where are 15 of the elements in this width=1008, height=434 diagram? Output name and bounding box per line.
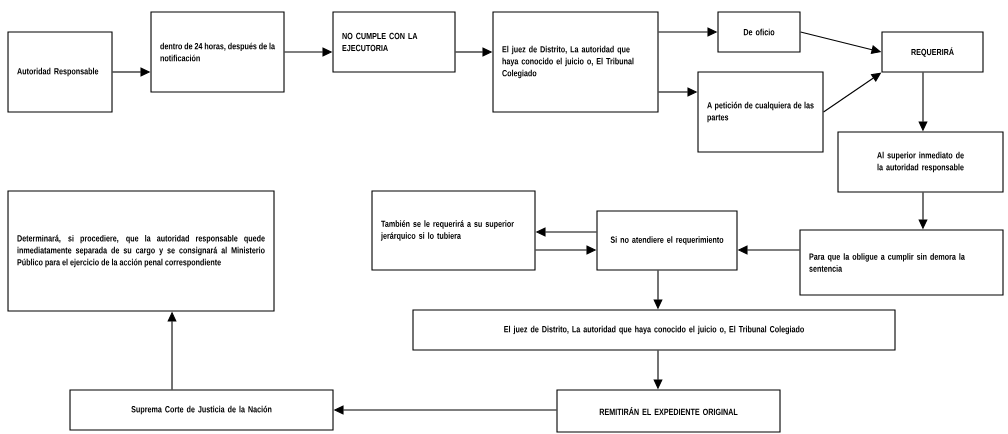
process-box: Determinará, si procediere, que la autoridad responsable quede inmediatamente separada de su cargo y se consignará al Ministerio Público para el ejercicio de la acción penal correspondiente <box>7 190 275 312</box>
process-box: El juez de Distrito, La autoridad que haya conocido el juicio o, El Tribunal Colegiado <box>492 11 659 113</box>
process-box: NO CUMPLE CON LA EJECUTORIA <box>332 11 456 73</box>
process-box: También se le requerirá a su superior jerárquico si lo tubiera <box>371 190 536 271</box>
process-box: REQUERIRÁ <box>881 31 984 73</box>
process-box: Al superior inmediato de la autoridad responsable <box>837 131 1004 193</box>
process-box: Si no atendiere el requerimiento <box>596 210 738 271</box>
process-box: Suprema Corte de Justicia de la Nación <box>69 389 334 431</box>
process-box: De oficio <box>717 11 801 53</box>
process-box: dentro de 24 horas, después de la notificación <box>150 11 285 93</box>
process-box: El juez de Distrito, La autoridad que haya conocido el juicio o, El Tribunal Colegiado <box>412 309 896 351</box>
process-box: Autoridad Responsable <box>7 31 113 113</box>
process-box: A petición de cualquiera de las partes <box>697 71 824 153</box>
process-box: REMITIRÁN EL EXPEDIENTE ORIGINAL <box>556 389 781 433</box>
process-box: Para que la obligue a cumplir sin demora la sentencia <box>799 229 1004 296</box>
